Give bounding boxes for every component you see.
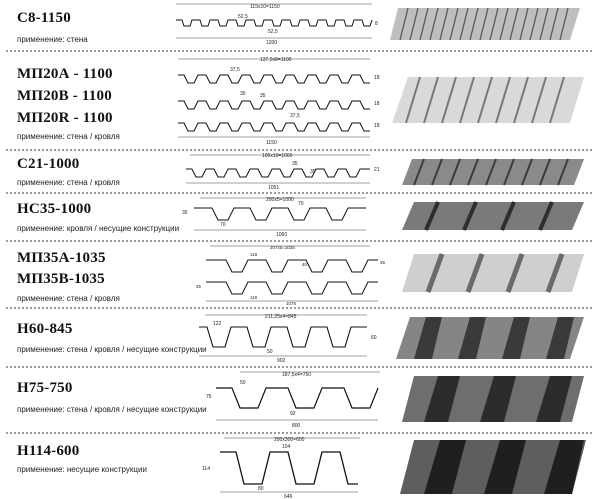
svg-text:70: 70: [298, 201, 304, 207]
svg-text:50: 50: [267, 349, 273, 355]
profile-name: МП20В - 1100: [17, 88, 112, 104]
row-separator: [6, 149, 592, 151]
profile-c21-1000: С21-1000 применение: стена / кровля 100x…: [0, 151, 600, 191]
svg-text:80: 80: [258, 486, 264, 492]
svg-text:18: 18: [374, 123, 380, 129]
svg-text:40: 40: [302, 262, 308, 267]
profile-h75-750: Н75-750 применение: стена / кровля / нес…: [0, 368, 600, 430]
profile-drawing: 200x5=1000 35 70 70 1060: [182, 197, 366, 238]
svg-text:52,5: 52,5: [238, 14, 248, 20]
profile-photo: [402, 158, 584, 186]
svg-text:92: 92: [290, 411, 296, 417]
svg-text:35: 35: [240, 91, 246, 97]
profile-name: С21-1000: [17, 156, 80, 172]
profile-name: МП20А - 1100: [17, 66, 113, 82]
profile-usage: применение: несущие конструкции: [17, 465, 147, 474]
profile-name: Н114-600: [17, 443, 80, 459]
row-separator: [6, 240, 592, 242]
profile-photo: [396, 317, 584, 359]
svg-text:1200: 1200: [266, 40, 277, 46]
profile-name: Н60-845: [17, 321, 73, 337]
profile-usage: применение: кровля / несущие конструкции: [17, 224, 180, 233]
svg-text:18: 18: [374, 75, 380, 81]
row-separator: [6, 192, 592, 194]
svg-text:8: 8: [375, 21, 378, 27]
svg-text:118: 118: [250, 252, 258, 257]
profile-usage: применение: стена / кровля: [17, 178, 120, 187]
row-separator: [6, 432, 592, 434]
svg-text:137,5x8=1100: 137,5x8=1100: [260, 57, 292, 63]
profile-name: С8-1150: [17, 10, 71, 26]
profile-usage: применение: стена / кровля: [17, 132, 120, 141]
svg-text:1051: 1051: [268, 185, 279, 191]
svg-text:35: 35: [310, 169, 316, 175]
profile-photo: [402, 253, 584, 293]
profile-hc35-1000: НС35-1000 применение: кровля / несущие к…: [0, 194, 600, 238]
svg-text:646: 646: [284, 494, 293, 499]
profile-usage: применение: стена / кровля / несущие кон…: [17, 405, 207, 414]
svg-text:37,5: 37,5: [230, 67, 240, 73]
svg-text:1150: 1150: [266, 140, 277, 145]
profile-photo: [402, 201, 584, 231]
svg-text:1060: 1060: [276, 232, 287, 238]
svg-text:119: 119: [250, 295, 258, 300]
svg-text:115x10=1150: 115x10=1150: [250, 4, 280, 10]
svg-text:200x5=1000: 200x5=1000: [266, 197, 294, 203]
profile-drawing: 211,25x4=845 122 60 50 902: [199, 314, 377, 364]
svg-text:187,5x4=750: 187,5x4=750: [282, 372, 311, 378]
svg-text:37,5: 37,5: [290, 113, 300, 119]
svg-text:52,5: 52,5: [268, 29, 278, 35]
profile-name: НС35-1000: [17, 201, 92, 217]
profile-drawing: 100x10=1000 35 35 21 1051: [186, 153, 380, 191]
svg-text:100x10=1000: 100x10=1000: [262, 153, 293, 159]
svg-text:114: 114: [202, 466, 210, 472]
row-separator: [6, 366, 592, 368]
svg-text:35: 35: [196, 284, 202, 289]
profile-drawing: 187,5x4=750 50 75 92 800: [206, 371, 380, 429]
profile-name: МП20R - 1100: [17, 110, 113, 126]
svg-text:207x5=1035: 207x5=1035: [270, 245, 295, 250]
svg-text:104: 104: [282, 444, 291, 450]
profile-photo: [390, 7, 580, 41]
profile-photo: [392, 76, 584, 124]
svg-text:21: 21: [374, 167, 380, 173]
svg-text:75: 75: [206, 394, 212, 400]
profile-photo: [402, 376, 584, 422]
svg-text:211,25x4=845: 211,25x4=845: [265, 314, 297, 320]
svg-text:35: 35: [260, 93, 266, 99]
profile-drawing: 115x10=1150 52,5 8 52,5 1200: [176, 3, 378, 46]
svg-text:902: 902: [277, 358, 286, 364]
profile-h60-845: Н60-845 применение: стена / кровля / нес…: [0, 309, 600, 364]
svg-text:18: 18: [374, 101, 380, 107]
row-separator: [6, 307, 592, 309]
svg-text:35: 35: [182, 210, 188, 216]
profile-mp20-1100: МП20А - 1100 МП20В - 1100 МП20R - 1100 п…: [0, 53, 600, 148]
svg-text:35: 35: [292, 161, 298, 167]
row-separator: [6, 50, 592, 52]
svg-text:122: 122: [213, 321, 222, 327]
profile-name: МП35А-1035: [17, 250, 106, 266]
svg-text:1076: 1076: [286, 301, 297, 306]
profile-h114-600: Н114-600 применение: несущие конструкции…: [0, 434, 600, 499]
profile-name: Н75-750: [17, 380, 73, 396]
profile-usage: применение: стена: [17, 35, 88, 44]
profile-usage: применение: стена / кровля / несущие кон…: [17, 345, 207, 354]
profile-mp35-1035: МП35А-1035 МП35В-1035 применение: стена …: [0, 242, 600, 306]
profile-photo: [400, 440, 586, 494]
profile-drawing: 200x300=600 104 114 80 646: [202, 437, 360, 499]
svg-text:70: 70: [220, 222, 226, 228]
profile-drawing: 207x5=1035 118 40 35 35 119 1076: [196, 245, 386, 306]
profile-c8-1150: С8-1150 применение: стена 115x10=1150 52…: [0, 0, 600, 50]
profile-usage: применение: стена / кровля: [17, 294, 120, 303]
svg-text:35: 35: [380, 260, 386, 265]
profile-name: МП35В-1035: [17, 271, 105, 287]
svg-text:60: 60: [371, 335, 377, 341]
svg-text:800: 800: [292, 423, 301, 429]
svg-text:50: 50: [240, 380, 246, 386]
profile-drawing: 137,5x8=1100 37,5 18 35 18 35 37,5 18 11…: [178, 57, 380, 145]
svg-text:200x300=600: 200x300=600: [274, 437, 305, 443]
